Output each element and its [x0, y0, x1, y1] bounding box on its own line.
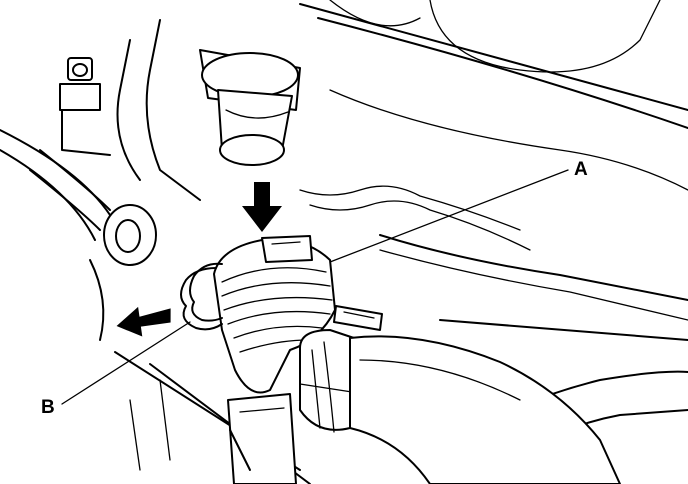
pull-left-arrow-icon: [116, 306, 171, 337]
engine-outlet-fitting: [199, 49, 301, 166]
push-down-arrow-icon: [242, 182, 282, 232]
leader-line-b: [61, 321, 191, 405]
leader-line-a: [329, 169, 569, 263]
coolant-hose: [349, 335, 621, 484]
callout-label-a: A: [574, 159, 588, 180]
lower-bracket: [227, 393, 297, 484]
left-pipe: [29, 149, 157, 266]
callout-label-b: B: [41, 397, 55, 418]
bolt-icon: [59, 57, 111, 156]
retaining-clip: [180, 262, 223, 331]
